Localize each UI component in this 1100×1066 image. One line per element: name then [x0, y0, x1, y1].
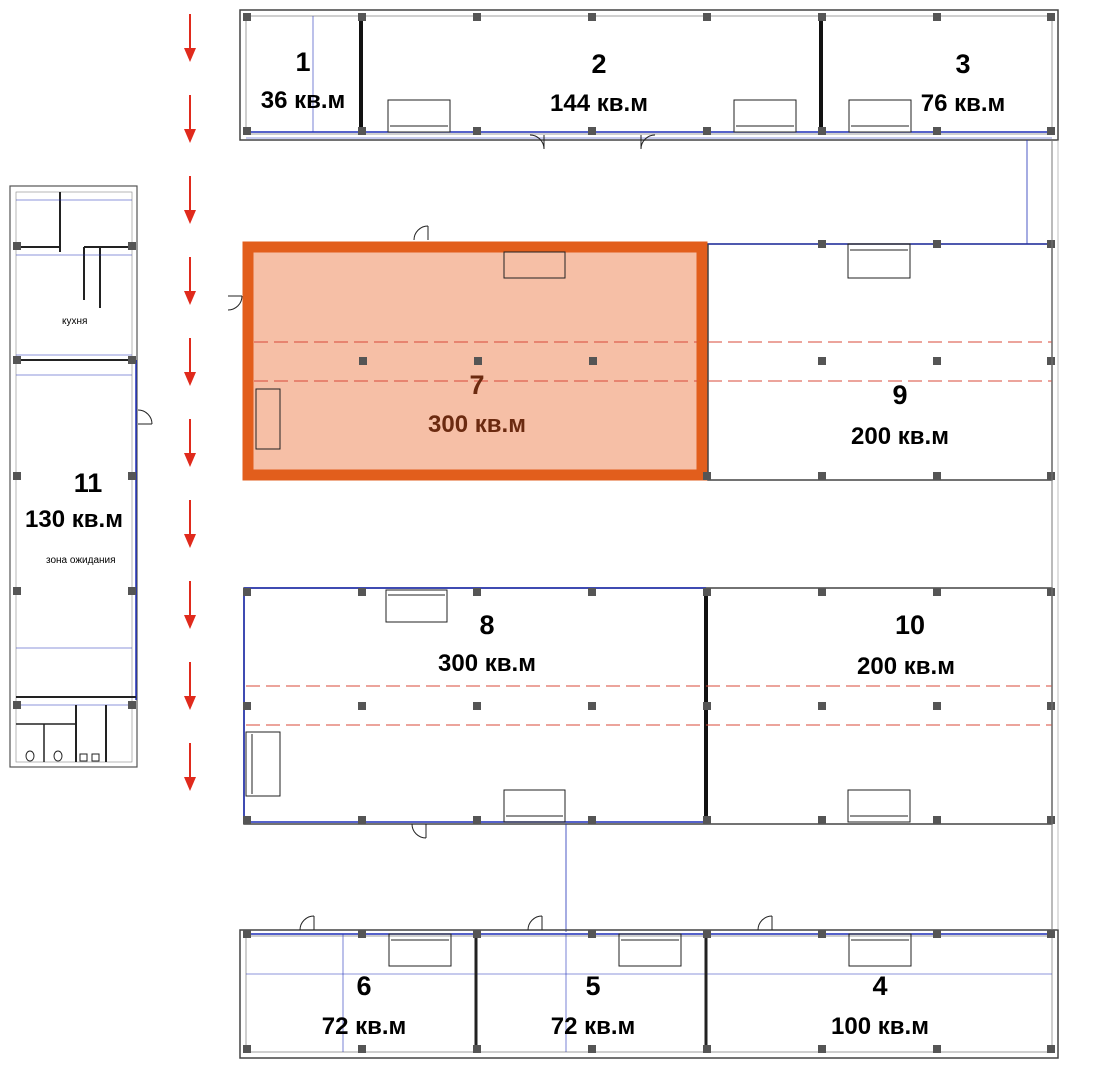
room-11-area: 130 кв.м — [25, 506, 123, 533]
kitchen-label: кухня — [62, 316, 87, 327]
arrow-down-icon — [184, 581, 196, 629]
room-1-number: 1 — [295, 47, 310, 77]
waiting-zone-label: зона ожидания — [46, 555, 116, 566]
room-5-number: 5 — [585, 971, 600, 1001]
room-8[interactable]: 8 300 кв.м — [438, 610, 536, 677]
room-8-area: 300 кв.м — [438, 650, 536, 677]
room-4-number: 4 — [872, 971, 887, 1001]
room-11-building — [9, 185, 153, 768]
room-6-number: 6 — [356, 971, 371, 1001]
room-2[interactable]: 2 144 кв.м — [550, 49, 648, 117]
room-4-area: 100 кв.м — [831, 1013, 929, 1040]
arrow-down-icon — [184, 338, 196, 386]
room-7-area[interactable] — [227, 225, 708, 481]
room-5[interactable]: 5 72 кв.м — [551, 971, 636, 1040]
top-building — [239, 9, 1059, 244]
room-11-number: 11 — [74, 468, 103, 498]
arrow-down-icon — [184, 176, 196, 224]
room-11[interactable]: 11 130 кв.м — [25, 468, 123, 533]
room-3[interactable]: 3 76 кв.м — [921, 49, 1006, 117]
gate — [387, 99, 451, 133]
arrow-down-icon — [184, 743, 196, 791]
room-2-number: 2 — [591, 49, 606, 79]
room-7[interactable]: 7 300 кв.м — [428, 370, 526, 438]
room-2-area: 144 кв.м — [550, 90, 648, 117]
room-7-area: 300 кв.м — [428, 411, 526, 438]
arrow-down-icon — [184, 500, 196, 548]
room-9[interactable]: 9 200 кв.м — [851, 380, 949, 450]
room-1-area: 36 кв.м — [261, 87, 346, 114]
room-7-number: 7 — [469, 370, 484, 400]
room-5-area: 72 кв.м — [551, 1013, 636, 1040]
room-8-10-building — [243, 587, 1055, 932]
arrows-column — [184, 14, 196, 791]
room-10[interactable]: 10 200 кв.м — [857, 610, 955, 680]
arrow-down-icon — [184, 257, 196, 305]
arrow-down-icon — [184, 14, 196, 62]
room-4[interactable]: 4 100 кв.м — [831, 971, 929, 1040]
bottom-building — [239, 915, 1059, 1059]
room-9-area: 200 кв.м — [851, 423, 949, 450]
room-6[interactable]: 6 72 кв.м — [322, 971, 407, 1040]
room-8-number: 8 — [479, 610, 494, 640]
room-10-area: 200 кв.м — [857, 653, 955, 680]
gate — [848, 99, 912, 133]
room-1[interactable]: 1 36 кв.м — [261, 47, 346, 114]
gate — [733, 99, 797, 133]
room-3-area: 76 кв.м — [921, 90, 1006, 117]
room-3-number: 3 — [955, 49, 970, 79]
room-6-area: 72 кв.м — [322, 1013, 407, 1040]
arrow-down-icon — [184, 95, 196, 143]
room-9-number: 9 — [892, 380, 907, 410]
arrow-down-icon — [184, 662, 196, 710]
room-10-number: 10 — [895, 610, 925, 640]
arrow-down-icon — [184, 419, 196, 467]
